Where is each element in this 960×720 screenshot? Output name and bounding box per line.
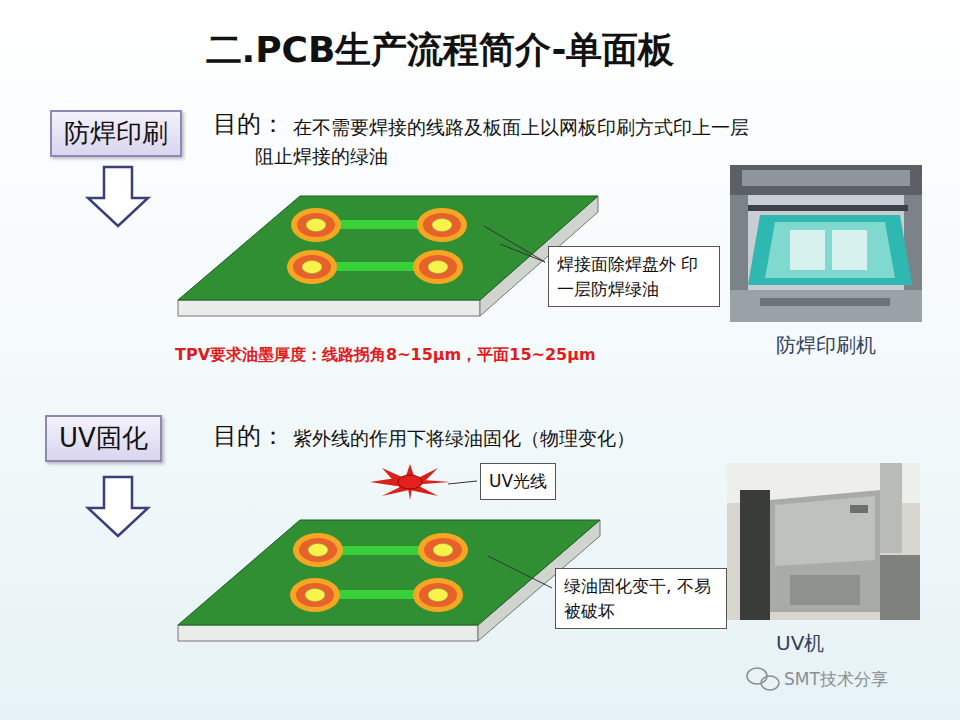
- purpose-text: 紫外线的作用下将绿油固化（物理变化）: [293, 426, 635, 452]
- down-arrow: [88, 167, 148, 226]
- node-text: UV固化: [59, 421, 148, 456]
- printer-photo: [730, 165, 922, 322]
- uv-light: [370, 464, 450, 500]
- purpose-text: 在不需要焊接的线路及板面上以网板印刷方式印上一层: [293, 115, 749, 141]
- photo-caption: 防焊印刷机: [776, 332, 876, 359]
- uv-machine-photo: [727, 463, 920, 620]
- leader-line: [488, 556, 552, 588]
- photo-caption: UV机: [776, 630, 824, 657]
- node-text: 防焊印刷: [64, 116, 168, 151]
- watermark: SMT技术分享: [784, 668, 888, 691]
- purpose-heading: 目的：: [213, 420, 285, 452]
- callout-box: UV光线: [480, 463, 556, 500]
- callout-box: 焊接面除焊盘外 印一层防焊绿油: [548, 246, 720, 307]
- spec-note: TPV要求油墨厚度：线路拐角8~15μm，平面15~25μm: [175, 345, 596, 366]
- leader-line: [484, 226, 545, 262]
- watermark-icon: [747, 668, 779, 690]
- node-text: UV光线: [489, 469, 547, 494]
- leader-line: [500, 244, 545, 262]
- node-text: 绿油固化变干, 不易被破坏: [564, 574, 718, 623]
- node-text: 焊接面除焊盘外 印一层防焊绿油: [557, 252, 711, 301]
- down-arrow: [88, 477, 148, 536]
- pcb-board: [178, 196, 598, 316]
- pcb-board: [178, 520, 600, 641]
- purpose-heading: 目的：: [213, 108, 285, 140]
- purpose-text: 阻止焊接的绿油: [255, 144, 388, 170]
- callout-box: 绿油固化变干, 不易被破坏: [555, 568, 727, 629]
- step-box: UV固化: [45, 415, 162, 462]
- step-box: 防焊印刷: [50, 110, 182, 157]
- leader-line: [448, 481, 477, 484]
- slide-title: 二.PCB生产流程简介-单面板: [0, 26, 880, 75]
